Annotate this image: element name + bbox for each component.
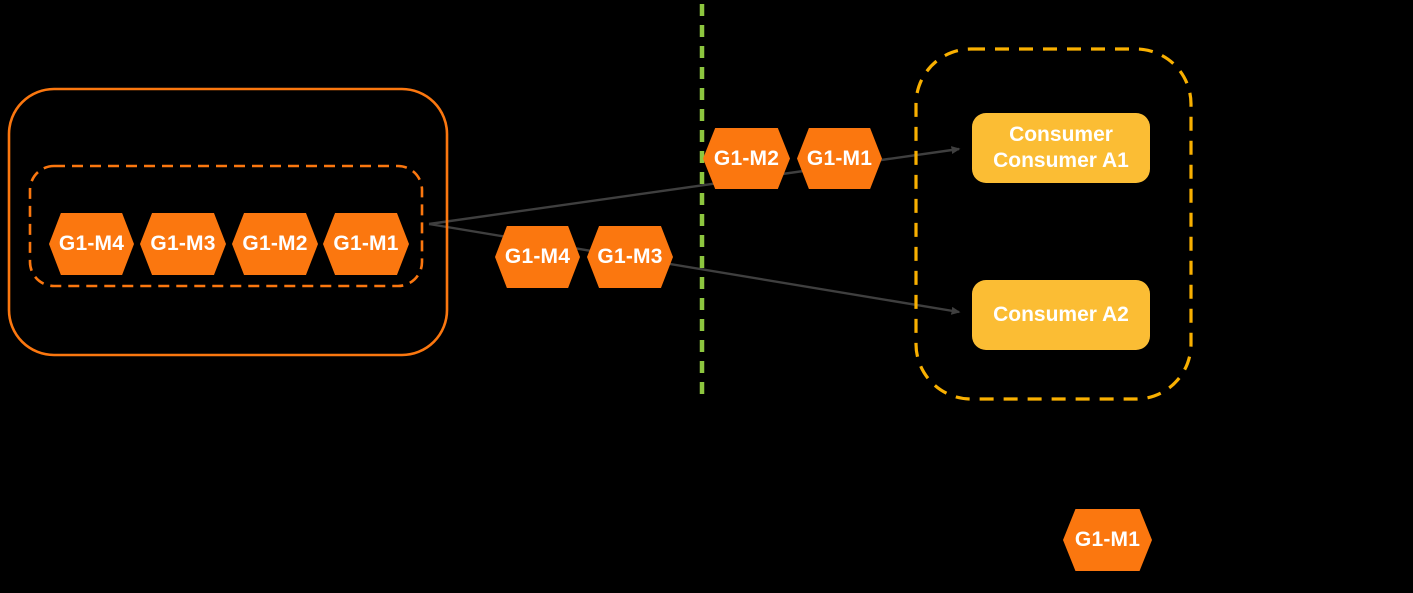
inflight-message-hexagon: G1-M2 <box>703 128 790 189</box>
inflight-message-hexagon: G1-M4 <box>495 226 580 288</box>
consumer-a2-label: Consumer A2 <box>993 303 1129 326</box>
queue-container-outline <box>7 87 449 357</box>
consumer-a1-label-line2: Consumer A1 <box>993 149 1129 172</box>
consumer-group-dashed-box <box>914 47 1193 401</box>
queue-message-hexagon: G1-M4 <box>49 213 134 275</box>
queue-message-hexagon: G1-M1 <box>323 213 409 275</box>
queue-message-hexagon: G1-M2 <box>232 213 318 275</box>
delivered-message-hexagon: G1-M1 <box>1063 509 1152 571</box>
inflight-message-hexagon: G1-M3 <box>587 226 673 288</box>
inflight-message-hexagon: G1-M1 <box>797 128 882 189</box>
queue-inner-dashed-box <box>28 164 424 288</box>
consumer-a1-label-line1: Consumer <box>1009 123 1113 146</box>
consumer-a1-box: Consumer Consumer A1 <box>972 113 1150 183</box>
consumer-a2-box: Consumer A2 <box>972 280 1150 350</box>
queue-message-hexagon: G1-M3 <box>140 213 226 275</box>
